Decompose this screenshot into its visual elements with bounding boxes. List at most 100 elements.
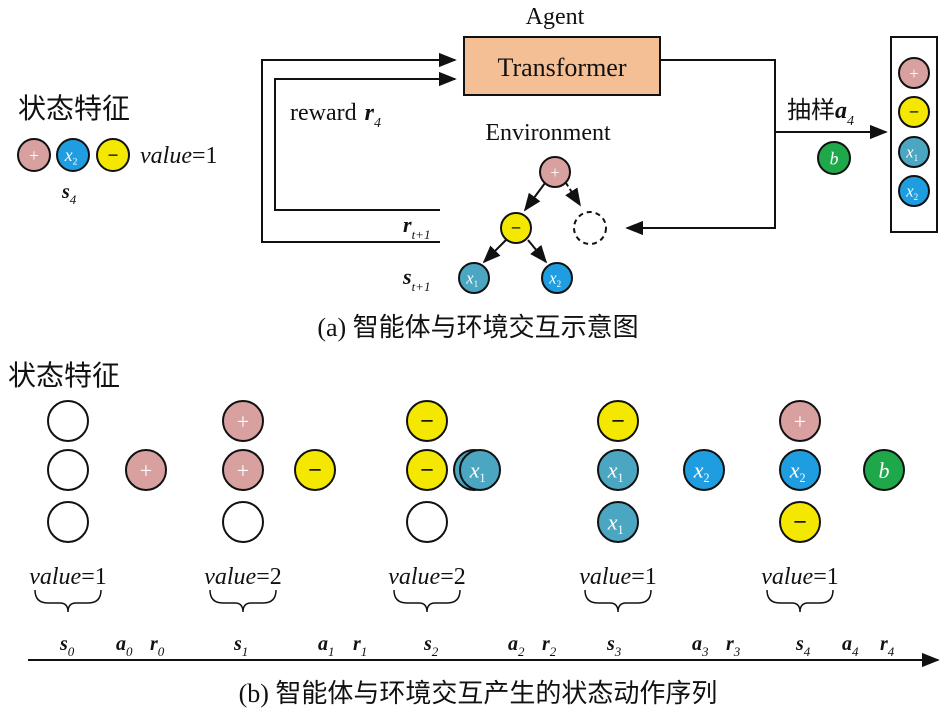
transformer-box <box>463 36 661 96</box>
token-symbol: + <box>29 145 39 165</box>
token-empty <box>406 501 448 543</box>
token-symbol: − <box>793 509 807 536</box>
token-circle <box>406 501 448 543</box>
reward-var-label: r4 <box>880 633 895 659</box>
token-symbol: + <box>794 409 806 434</box>
token-minus: − <box>406 449 448 491</box>
state-var-label: s2 <box>423 633 439 659</box>
token-circle <box>56 138 90 172</box>
token-circle <box>683 449 725 491</box>
token-empty <box>222 501 264 543</box>
token-minus: − <box>597 400 639 442</box>
state-s4-label-a: s4 <box>61 181 77 207</box>
token-symbol: + <box>237 458 249 483</box>
reward-loop-inner <box>274 71 457 211</box>
token-circle <box>222 449 264 491</box>
action-1: − a1 r1 <box>294 449 367 659</box>
token-symbol: − <box>420 457 434 484</box>
token-circle <box>406 449 448 491</box>
state-var-label: s0 <box>59 633 75 659</box>
token-symbol: b <box>879 458 890 483</box>
token-minus: − <box>779 501 821 543</box>
reward-var-label: r3 <box>726 633 741 659</box>
value-brace <box>34 589 102 613</box>
transformer-label: Transformer <box>497 53 626 82</box>
token-symbol: − <box>511 218 521 238</box>
token-circle <box>47 449 89 491</box>
token-symbol: + <box>237 409 249 434</box>
token-plus: + <box>539 156 571 188</box>
token-symbol: − <box>308 457 322 484</box>
token-circle <box>898 175 930 207</box>
token-plus: + <box>17 138 51 172</box>
state-value-label: value=1 <box>761 564 839 590</box>
token-circle <box>541 262 573 294</box>
token-minus: − <box>294 449 336 491</box>
action-var-label: a0 <box>116 633 133 659</box>
environment-label: Environment <box>485 120 611 146</box>
token-x2: x2 <box>541 262 573 294</box>
state-var-label: s1 <box>233 633 248 659</box>
state-1: + + value=2 s1 <box>204 400 282 659</box>
token-circle <box>863 449 905 491</box>
token-b: b <box>817 141 851 175</box>
value-brace <box>584 589 652 613</box>
token-circle <box>597 501 639 543</box>
action-var-label: a1 <box>318 633 335 659</box>
token-circle <box>539 156 571 188</box>
token-circle <box>125 449 167 491</box>
token-plus: + <box>222 449 264 491</box>
token-b: b <box>863 449 905 491</box>
value-brace <box>209 589 277 613</box>
token-circle <box>898 57 930 89</box>
state-value-label: value=2 <box>388 564 466 590</box>
state-value-label: value=2 <box>204 564 282 590</box>
token-symbol: − <box>909 102 919 122</box>
state-value-label: value=1 <box>29 564 107 590</box>
value-brace <box>766 589 834 613</box>
token-x2: x2 <box>898 175 930 207</box>
token-circle <box>817 141 851 175</box>
token-circle <box>458 262 490 294</box>
tree-edge-left-left <box>482 239 507 264</box>
token-symbol: b <box>830 148 839 168</box>
token-x1: x1 <box>458 262 490 294</box>
token-plus: + <box>125 449 167 491</box>
action-var-label: a3 <box>692 633 709 659</box>
token-circle <box>500 212 532 244</box>
token-minus: − <box>500 212 532 244</box>
token-x1: x1 <box>597 449 639 491</box>
token-circle <box>898 136 930 168</box>
token-circle <box>459 449 501 491</box>
token-circle <box>898 96 930 128</box>
token-x1: x1 <box>459 449 501 491</box>
token-symbol: − <box>107 145 118 166</box>
token-symbol: − <box>420 408 434 435</box>
tree-empty-node <box>573 211 607 245</box>
reward-var-label: r2 <box>542 633 557 659</box>
token-circle <box>597 400 639 442</box>
state-value-label: value=1 <box>579 564 657 590</box>
token-minus: − <box>406 400 448 442</box>
reward-var-label: r1 <box>353 633 367 659</box>
state-features-label-a: 状态特征 <box>18 93 130 125</box>
token-x1: x1 <box>898 136 930 168</box>
reward-var-label: r0 <box>150 633 165 659</box>
value-label-a: value=1 <box>140 143 218 169</box>
token-circle <box>779 501 821 543</box>
r-next-label: rt+1 <box>403 212 430 242</box>
token-circle <box>779 400 821 442</box>
tree-edge-root-right <box>565 182 581 207</box>
agent-label: Agent <box>526 4 585 30</box>
token-symbol: + <box>140 458 152 483</box>
state-var-label: s4 <box>795 633 811 659</box>
panel-b-sequence: value=1s0++value=2s1−−x1value=2s2−x1x1va… <box>29 400 905 659</box>
token-plus: + <box>779 400 821 442</box>
